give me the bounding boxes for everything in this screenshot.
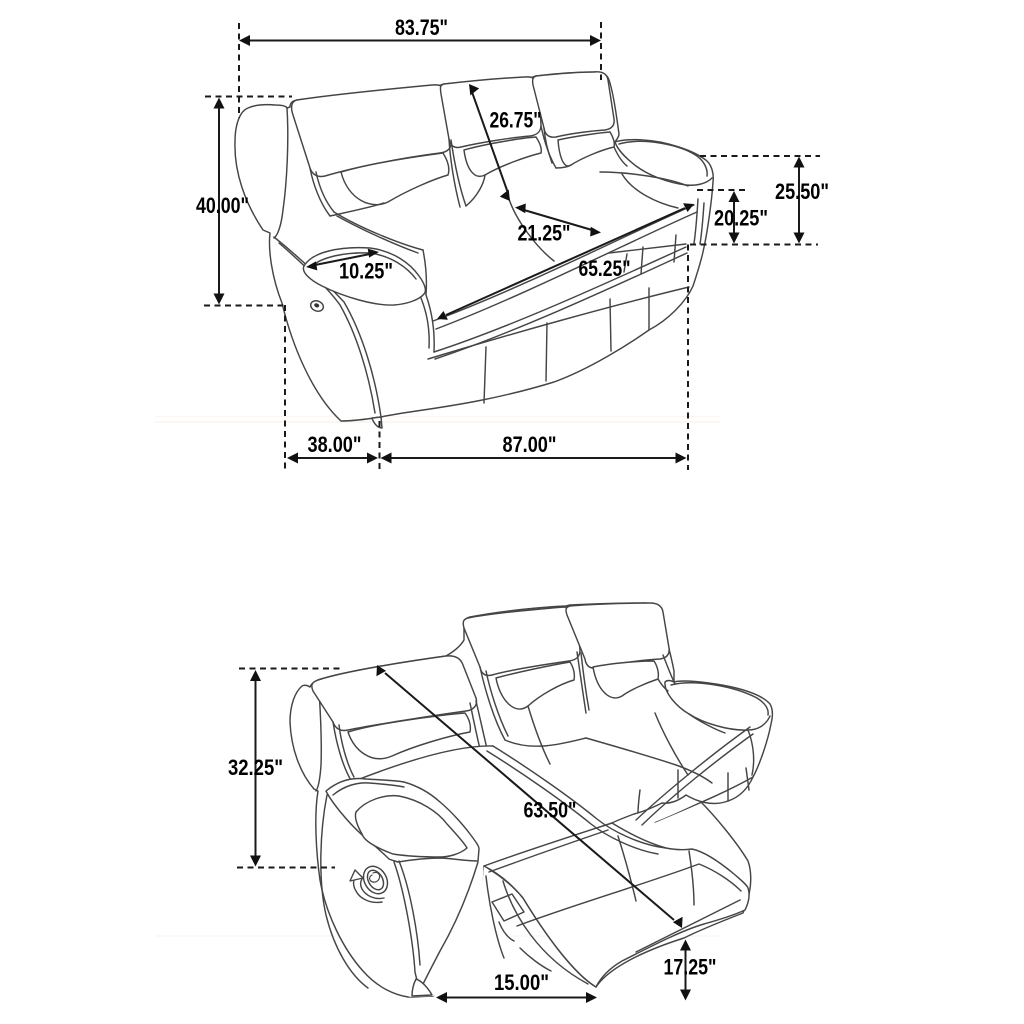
svg-text:63.50": 63.50" (524, 798, 577, 823)
svg-text:83.75": 83.75" (395, 15, 448, 40)
svg-text:38.00": 38.00" (308, 432, 362, 457)
svg-text:32.25": 32.25" (228, 755, 283, 780)
svg-text:87.00": 87.00" (503, 432, 557, 457)
svg-text:26.75": 26.75" (490, 108, 542, 133)
svg-text:17.25": 17.25" (664, 955, 717, 980)
svg-text:65.25": 65.25" (579, 256, 631, 281)
svg-text:40.00": 40.00" (196, 193, 249, 218)
svg-text:21.25": 21.25" (518, 221, 571, 246)
svg-text:10.25": 10.25" (339, 259, 393, 284)
svg-text:20.25": 20.25" (714, 206, 768, 231)
svg-text:15.00": 15.00" (494, 970, 549, 995)
svg-text:25.50": 25.50" (775, 179, 829, 204)
